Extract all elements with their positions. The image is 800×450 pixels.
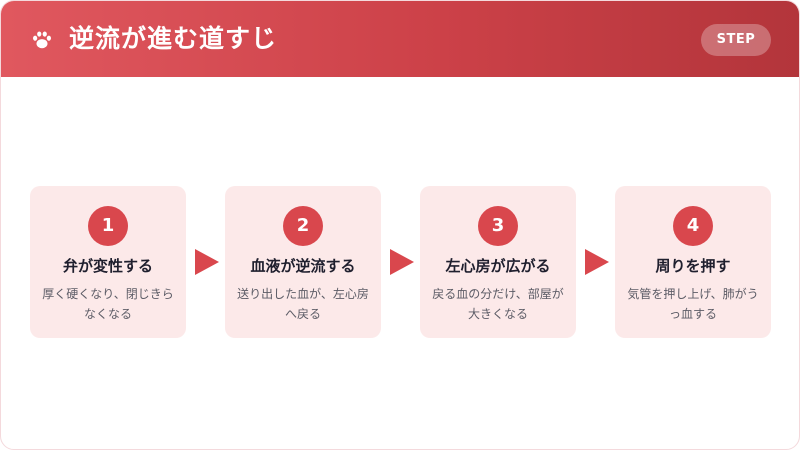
step-card-4: 4 周りを押す 気管を押し上げ、肺がうっ血する <box>615 186 771 338</box>
step-number: 2 <box>283 206 323 246</box>
step-card-1: 1 弁が変性する 厚く硬くなり、閉じきらなくなる <box>30 186 186 338</box>
step-number: 1 <box>88 206 128 246</box>
step-title: 弁が変性する <box>62 257 153 275</box>
step-title: 周りを押す <box>655 257 731 275</box>
step-number: 4 <box>673 206 713 246</box>
step-card-2: 2 血液が逆流する 送り出した血が、左心房へ戻る <box>225 186 381 338</box>
header-bar: 逆流が進む道すじ STEP <box>1 1 799 77</box>
step-description: 気管を押し上げ、肺がうっ血する <box>627 287 759 321</box>
step-description: 送り出した血が、左心房へ戻る <box>237 287 369 321</box>
paw-icon <box>33 31 51 49</box>
arrow-right-icon <box>390 249 414 275</box>
step-description: 厚く硬くなり、閉じきらなくなる <box>42 287 174 321</box>
step-description: 戻る血の分だけ、部屋が大きくなる <box>432 287 564 321</box>
arrow-right-icon <box>585 249 609 275</box>
step-title: 左心房が広がる <box>445 257 551 275</box>
step-badge: STEP <box>701 24 771 56</box>
step-title: 血液が逆流する <box>250 257 356 275</box>
step-card-3: 3 左心房が広がる 戻る血の分だけ、部屋が大きくなる <box>420 186 576 338</box>
arrow-right-icon <box>195 249 219 275</box>
page-title: 逆流が進む道すじ <box>69 24 278 53</box>
step-number: 3 <box>478 206 518 246</box>
